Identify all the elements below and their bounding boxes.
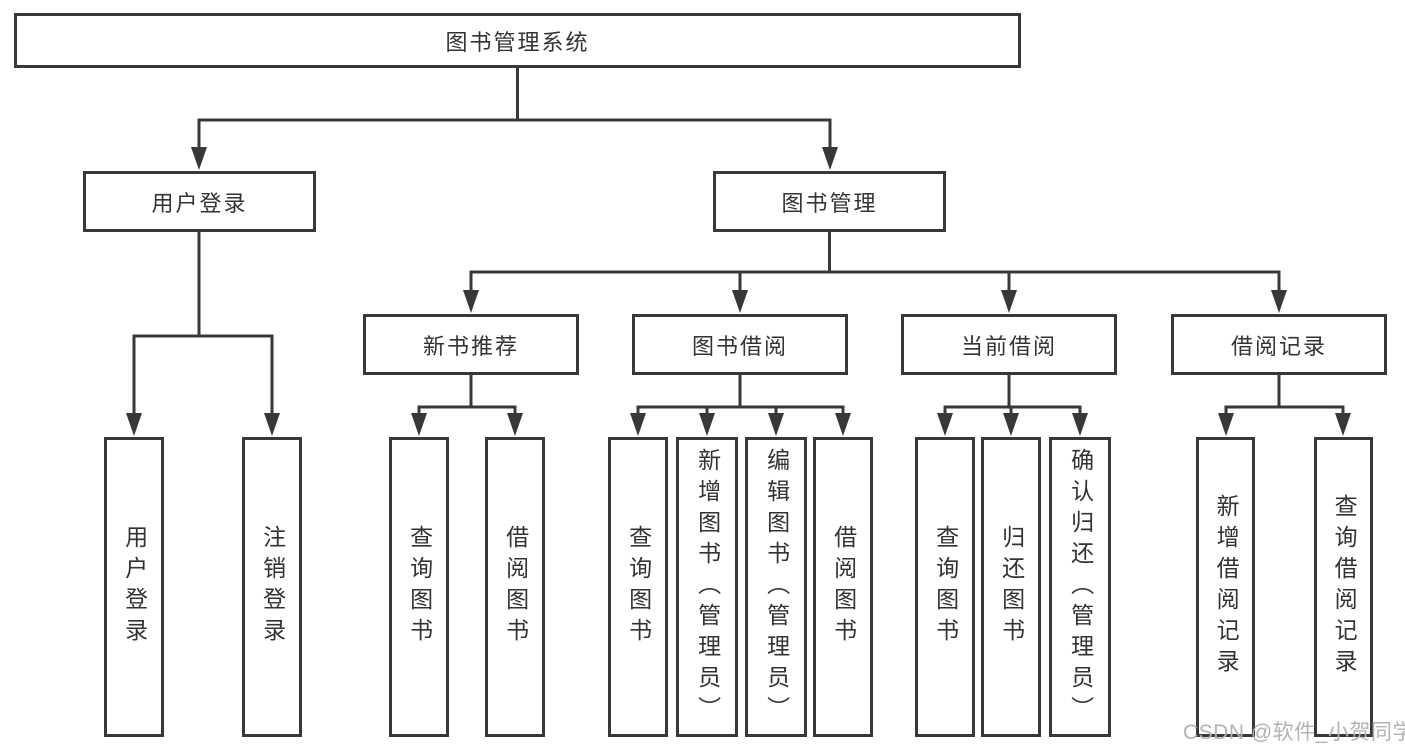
node-user-login-branch: 用户登录 [83,171,316,232]
node-borrowing-records: 借阅记录 [1171,314,1387,375]
node-label: 新增借阅记录 [1213,494,1240,680]
arrowhead [463,290,479,313]
arrowhead [1271,290,1287,313]
node-label: 用户登录 [151,190,248,216]
node-book-borrowing: 图书借阅 [632,314,848,375]
leaf-user-login: 用户登录 [104,437,164,737]
leaf-logout: 注销登录 [242,437,302,737]
node-label: 查询图书 [932,525,959,649]
node-label: 借阅图书 [502,525,529,649]
node-label: 当前借阅 [960,333,1057,359]
node-label: 用户登录 [121,525,148,649]
node-label: 新书推荐 [422,333,519,359]
connector-book-borrow [636,375,845,416]
leaf-query-books-3: 查询图书 [915,437,975,737]
arrowhead [630,413,646,436]
node-label: 借阅记录 [1230,333,1327,359]
arrowhead [699,413,715,436]
arrowhead [507,413,523,436]
arrowhead [1072,413,1088,436]
leaf-edit-books-admin: 编辑图书（管理员） [745,437,807,737]
arrowhead [1335,413,1351,436]
connector-root [197,68,832,150]
node-label: 注销登录 [259,525,286,649]
leaf-return-books: 归还图书 [981,437,1041,737]
node-new-book-recommend: 新书推荐 [363,314,579,375]
node-label: 查询图书 [406,525,433,649]
leaf-borrow-books-1: 借阅图书 [485,437,545,737]
node-label: 新增图书（管理员） [694,447,721,727]
node-label: 借阅图书 [830,525,857,649]
connector-new-book [417,375,517,416]
connector-user-login [132,232,274,416]
connector-borrow-record [1224,375,1345,416]
leaf-query-borrow-record: 查询借阅记录 [1314,437,1373,737]
node-book-management-branch: 图书管理 [713,171,946,232]
node-label: 归还图书 [998,525,1025,649]
arrowheads [126,147,1351,436]
node-label: 查询图书 [625,525,652,649]
leaf-add-books-admin: 新增图书（管理员） [676,437,738,737]
arrowhead [937,413,953,436]
arrowhead [1001,290,1017,313]
connector-current-borrow [943,375,1082,416]
node-label: 确认归还（管理员） [1067,447,1094,727]
arrowhead [411,413,427,436]
node-label: 编辑图书（管理员） [763,447,790,727]
arrowhead [264,413,280,436]
connector-book-mgmt [469,232,1281,292]
leaf-query-books-2: 查询图书 [608,437,668,737]
arrowhead [1218,413,1234,436]
leaf-borrow-books-2: 借阅图书 [813,437,873,737]
arrowhead [126,413,142,436]
arrowhead [822,147,838,170]
node-label: 查询借阅记录 [1331,494,1358,680]
node-system-root: 图书管理系统 [14,13,1021,68]
arrowhead [732,290,748,313]
csdn-watermark: CSDN @软件_小贺同学 [1183,721,1405,744]
node-current-borrowing: 当前借阅 [901,314,1117,375]
leaf-confirm-return-admin: 确认归还（管理员） [1049,437,1111,737]
leaf-add-borrow-record: 新增借阅记录 [1196,437,1255,737]
arrowhead [835,413,851,436]
arrowhead [191,147,207,170]
node-label: 图书管理系统 [445,29,590,55]
node-label: 图书管理 [781,190,878,216]
leaf-query-books-1: 查询图书 [389,437,449,737]
node-label: 图书借阅 [691,333,788,359]
arrowhead [768,413,784,436]
arrowhead [1003,413,1019,436]
